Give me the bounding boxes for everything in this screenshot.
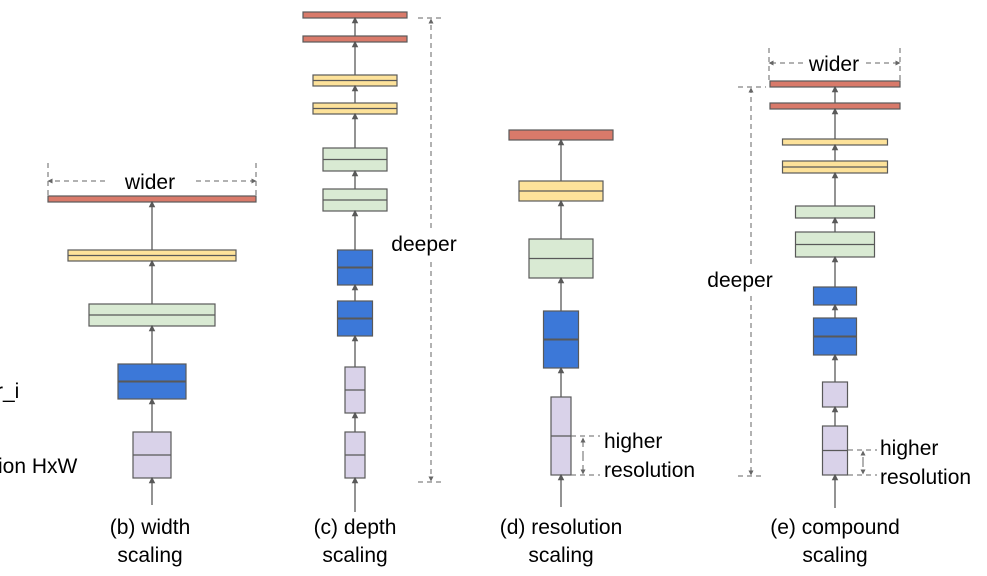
wider-label-bg (108, 171, 188, 193)
wider-label-bg-compound (803, 53, 865, 77)
left-label-resolution: ion HxW (0, 455, 78, 478)
caption-width-line2: scaling (117, 544, 182, 567)
depth-layer-purple-2 (344, 431, 366, 479)
panel-width-scaling: wider (b) width scaling (108, 171, 190, 567)
compound-layer-red-2 (769, 102, 901, 110)
panel-compound-scaling: wider deeper higher resolution (e) compo… (700, 53, 971, 567)
depth-layer-green-1 (322, 147, 388, 172)
flow-arrows (148, 16, 839, 512)
depth-layer-red-2-body (302, 35, 408, 43)
depth-layer-yellow-1 (312, 74, 398, 87)
deeper-label-bg-compound (700, 266, 782, 292)
width-layer-green (88, 303, 216, 327)
width-layer-red-body (47, 195, 257, 203)
compound-layer-purple-2 (821, 425, 849, 476)
depth-layer-purple-1 (344, 366, 366, 414)
resolution-layer-yellow (518, 180, 604, 202)
wider-label-compound: wider (808, 53, 859, 76)
compound-layer-green-1-body (794, 205, 876, 219)
deeper-label-bg (384, 230, 464, 256)
depth-layer-blue-2 (336, 300, 374, 337)
compound-layer-blue-2 (812, 317, 858, 356)
caption-width-line1: (b) width (110, 516, 191, 539)
caption-depth-line2: scaling (322, 544, 387, 567)
width-layer-red (47, 195, 257, 203)
caption-compound-line2: scaling (802, 544, 867, 567)
dimension-markers (47, 17, 901, 483)
left-label-r: r_i (0, 380, 19, 403)
resolution-label: resolution (604, 459, 695, 482)
compound-layer-purple-1-body (821, 381, 849, 408)
depth-layer-green-2 (322, 188, 388, 212)
compound-layer-blue-1 (812, 286, 858, 306)
layer-blocks (47, 11, 901, 479)
resolution-layer-blue (542, 310, 580, 369)
panel-depth-scaling: deeper (c) depth scaling (314, 230, 464, 567)
compound-layer-yellow-2 (781, 160, 889, 174)
compound-layer-red-1 (769, 80, 901, 88)
depth-layer-red-2 (302, 35, 408, 43)
compound-layer-red-2-body (769, 102, 901, 110)
compound-layer-red-1-body (769, 80, 901, 88)
compound-layer-green-2 (794, 231, 876, 258)
depth-layer-blue-1 (336, 249, 374, 286)
resolution-layer-red-body (508, 129, 614, 141)
panel-resolution-scaling: higher resolution (d) resolution scaling (500, 430, 695, 567)
deeper-label: deeper (391, 233, 456, 256)
wider-label: wider (124, 171, 175, 194)
compound-layer-blue-1-body (812, 286, 858, 306)
higher-label-compound: higher (880, 437, 938, 460)
depth-layer-yellow-2 (312, 102, 398, 115)
deeper-label-compound: deeper (707, 269, 772, 292)
resolution-label-compound: resolution (880, 466, 971, 489)
width-layer-purple (132, 431, 172, 479)
compound-layer-yellow-1 (781, 138, 889, 146)
compound-layer-green-1 (794, 205, 876, 219)
caption-compound-line1: (e) compound (770, 516, 900, 539)
compound-layer-purple-1 (821, 381, 849, 408)
resolution-layer-red (508, 129, 614, 141)
caption-resolution-line2: scaling (528, 544, 593, 567)
width-layer-yellow (67, 249, 237, 262)
width-layer-blue (117, 363, 187, 400)
depth-layer-red-1-body (302, 11, 408, 19)
compound-layer-yellow-1-body (781, 138, 889, 146)
higher-label: higher (604, 430, 662, 453)
resolution-layer-purple (550, 396, 572, 476)
resolution-layer-green (528, 238, 594, 279)
caption-resolution-line1: (d) resolution (500, 516, 623, 539)
caption-depth-line1: (c) depth (314, 516, 397, 539)
depth-layer-red-1 (302, 11, 408, 19)
